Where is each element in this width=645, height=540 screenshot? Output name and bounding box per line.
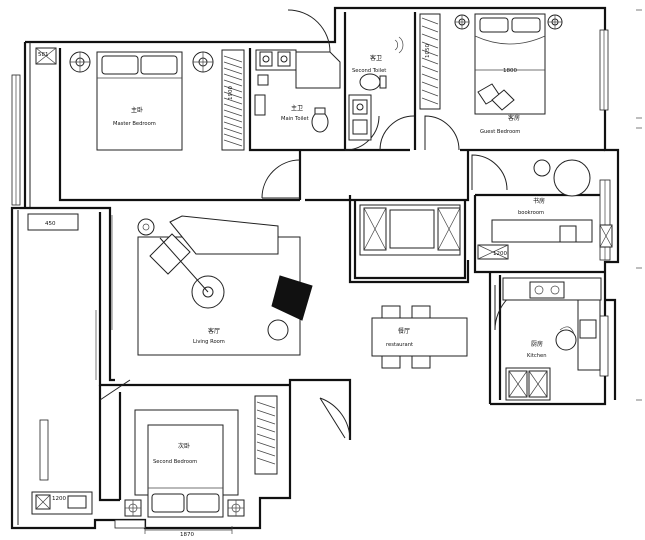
kitchen: 厨房 Kitchen	[502, 277, 602, 401]
armchair	[149, 233, 191, 275]
room-label-master-en: Master Bedroom	[113, 121, 156, 127]
interior-walls	[26, 12, 605, 502]
bedside-lamp-icon	[69, 51, 91, 73]
sink-icon	[579, 319, 597, 339]
room-label-book-en: bookroom	[518, 210, 544, 216]
room-label-second-toilet-en: Second Toilet	[352, 68, 386, 74]
dim-left: 450	[45, 221, 56, 227]
room-label-main-toilet-cn: 主卫	[291, 104, 303, 112]
bedside-lamp-icon	[124, 499, 142, 517]
bookroom: 1200 书房 bookroom	[477, 159, 613, 260]
bedside-lamp-icon	[454, 14, 470, 30]
second-toilet: 客卫 Second Toilet	[348, 36, 404, 141]
room-label-guest-cn: 客房	[508, 114, 520, 122]
sofa	[169, 215, 279, 255]
guest-bedroom: 1050 1800 客房 Guest Bedroom	[419, 13, 563, 135]
guest-wardrobe	[419, 13, 441, 110]
living-room: 客厅 Living Room	[137, 215, 313, 356]
room-label-main-toilet-en: Main Toilet	[281, 116, 309, 122]
dim-top-left: 581	[38, 52, 49, 58]
dining-table	[371, 317, 468, 357]
dim-bookroom: 1200	[493, 251, 507, 257]
floor-lamp-icon	[137, 218, 155, 236]
dim-master-wardrobe: 1900	[228, 86, 234, 100]
room-label-guest-en: Guest Bedroom	[480, 129, 520, 135]
room-label-book-cn: 书房	[533, 197, 545, 205]
second-bedroom: 次卧 Second Bedroom 1870	[124, 395, 278, 538]
entry-cabinets	[359, 204, 461, 256]
side-table	[271, 275, 313, 321]
room-label-kitchen-en: Kitchen	[527, 353, 547, 359]
main-toilet: 主卫 Main Toilet	[254, 49, 341, 133]
room-label-living-cn: 客厅	[208, 327, 220, 335]
room-label-living-en: Living Room	[193, 339, 225, 345]
room-label-second-bed-en: Second Bedroom	[153, 459, 197, 465]
dining-area: 餐厅 restaurant	[371, 305, 468, 369]
bedside-lamp-icon	[547, 14, 563, 30]
armchair	[553, 159, 591, 197]
dim-bottom-left: 1200	[52, 496, 66, 502]
room-label-second-toilet-cn: 客卫	[370, 54, 382, 62]
toilet-icon	[311, 111, 329, 133]
left-balcony: 450 1200	[27, 213, 113, 515]
room-label-restaurant-cn: 餐厅	[398, 327, 410, 335]
master-bedroom: 581 1900 主卧 Master Bedroom	[35, 47, 245, 151]
room-label-master-cn: 主卧	[131, 106, 143, 114]
dim-guest-bed: 1800	[503, 68, 517, 74]
bedside-lamp-icon	[227, 499, 245, 517]
dim-guest-wardrobe: 1050	[425, 44, 431, 58]
room-label-second-bed-cn: 次卧	[178, 442, 190, 450]
dim-bottom: 1870	[180, 532, 194, 538]
desk	[491, 219, 593, 243]
room-label-restaurant-en: restaurant	[386, 342, 413, 348]
dimension-ticks	[636, 9, 642, 401]
room-label-kitchen-cn: 厨房	[531, 340, 543, 348]
bedside-lamp-icon	[192, 51, 214, 73]
toilet-icon	[359, 73, 381, 91]
